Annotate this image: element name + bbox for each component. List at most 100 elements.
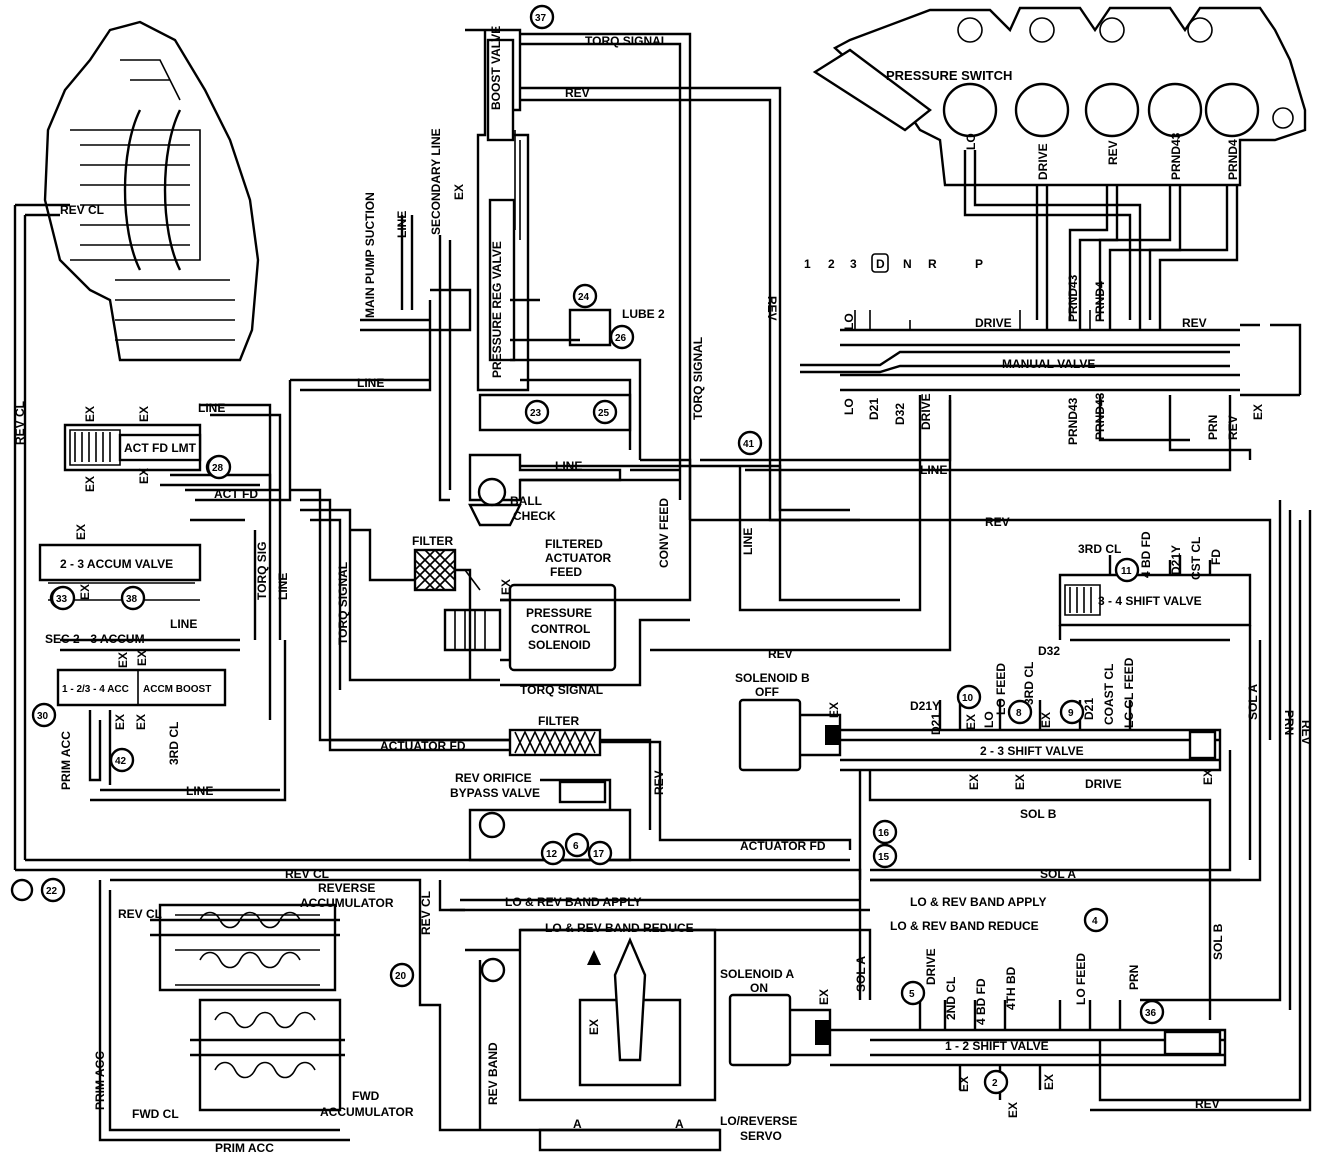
callout-6: 6 (573, 841, 579, 852)
rev-cl-mid-label: REV CL (285, 867, 329, 881)
mv-drive-top: DRIVE (975, 316, 1012, 330)
fd-label: FD (1209, 549, 1223, 565)
four-bd-fd-label: 4 BD FD (1139, 531, 1153, 578)
prim-acc-bottom-label: PRIM ACC (215, 1141, 274, 1155)
callout-9: 9 (1068, 708, 1074, 719)
solenoid-a-on-2: ON (750, 981, 768, 995)
manual-valve-body (800, 310, 1302, 460)
mv-prnd4-bot: PRND43 (1093, 392, 1107, 440)
ex-f-label: EX (78, 584, 92, 600)
ex-12a-label: EX (957, 1076, 971, 1092)
fwd-cl-label: FWD CL (132, 1107, 179, 1121)
second-cl-label: 2ND CL (944, 977, 958, 1020)
servo-a2: A (675, 1117, 684, 1131)
pressure-switch-lines (963, 150, 1239, 330)
lo-rev-band-apply-1: LO & REV BAND APPLY (505, 895, 641, 909)
rev-cl-sol-a-lines (15, 750, 1240, 1132)
prim-acc-left-label: PRIM ACC (93, 1051, 107, 1110)
callout-4: 4 (1092, 916, 1098, 927)
mv-rev-top: REV (1182, 316, 1207, 330)
act-fd-lmt-valve (63, 423, 272, 490)
filtered-actuator-feed-1: FILTERED (545, 537, 603, 551)
drive-12-label: DRIVE (924, 948, 938, 985)
pressure-regulator-valve (430, 28, 580, 392)
ex-12b-label: EX (1006, 1102, 1020, 1118)
callout-15: 15 (878, 852, 890, 863)
line-vert3-label: LINE (276, 573, 290, 600)
boost-valve-label: BOOST VALVE (489, 26, 503, 110)
mv-d32-bot: D32 (893, 403, 907, 425)
reverse-accumulator (150, 903, 340, 992)
pcs-label-1: PRESSURE (526, 606, 592, 620)
ex-23a-label: EX (964, 714, 978, 730)
ex-d-label: EX (137, 468, 151, 484)
top-signal-lines (360, 32, 860, 522)
cst-cl-fd-label: CST CL (1189, 537, 1203, 580)
mv-prnd43-bot: PRND43 (1066, 397, 1080, 445)
mv-lo-bot: LO (842, 398, 856, 415)
solenoid-a-on-1: SOLENOID A (720, 967, 795, 981)
prn-vert-label: PRN (1282, 710, 1296, 735)
sol-b-off-2: OFF (755, 685, 779, 699)
pressure-switch-label: PRESSURE SWITCH (886, 68, 1012, 83)
lube2-label: LUBE 2 (622, 307, 665, 321)
selector-d: D (876, 257, 885, 271)
right-vertical-lines (1090, 500, 1312, 1112)
line-left1-label: LINE (357, 376, 384, 390)
lo-feed-23-label: LO FEED (994, 663, 1008, 715)
ps-drive-label: DRIVE (1036, 143, 1050, 180)
fwd-accumulator (98, 880, 350, 1142)
ex-a-label: EX (83, 406, 97, 422)
lo-rev-band-reduce-1: LO & REV BAND REDUCE (545, 921, 694, 935)
rev-mid-label: REV (985, 515, 1010, 529)
rev-orifice-2: BYPASS VALVE (450, 786, 540, 800)
mv-prnd4-top: PRND4 (1093, 281, 1107, 322)
ball-check-label-1: BALL (510, 494, 542, 508)
lo-reverse-servo (450, 898, 872, 1152)
ps-prnd43-label: PRND43 (1169, 132, 1183, 180)
ex-pcs-label: EX (499, 579, 513, 595)
ex-h-label: EX (135, 650, 149, 666)
ex-j-label: EX (134, 714, 148, 730)
callout-11: 11 (1121, 566, 1132, 577)
selector-d-box (871, 253, 889, 273)
fwd-accumulator-2: ACCUMULATOR (320, 1105, 414, 1119)
torq-signal-top-label: TORQ SIGNAL (585, 34, 668, 48)
sol-b-mid-label: SOL B (1020, 807, 1057, 821)
shift-valve-12 (728, 993, 1227, 1100)
callout-16: 16 (878, 828, 890, 839)
fwd-accumulator-1: FWD (352, 1089, 380, 1103)
coast-cl-label: COAST CL (1102, 664, 1116, 725)
ex-23b-label: EX (1039, 712, 1053, 728)
callout-33: 33 (56, 594, 68, 605)
manual-valve-label: MANUAL VALVE (1002, 357, 1095, 371)
conv-feed-label: CONV FEED (657, 498, 671, 568)
sol-a-vert-low-label: SOL A (854, 956, 868, 992)
acc-124-label: 1 - 2/3 - 4 ACC (62, 684, 129, 695)
center-lines (500, 395, 1272, 740)
rev-orifice-1: REV ORIFICE (455, 771, 532, 785)
third-cl-label: 3RD CL (167, 722, 181, 765)
main-pump-suction-label: MAIN PUMP SUCTION (363, 192, 377, 318)
accum-valve-23-label: 2 - 3 ACCUM VALVE (60, 557, 173, 571)
mv-d21-bot: D21 (867, 398, 881, 420)
third-cl-34-label: 3RD CL (1078, 542, 1121, 556)
shift-23-label: 2 - 3 SHIFT VALVE (980, 744, 1084, 758)
clutch-housing-drawing (43, 20, 260, 362)
pcs-label-3: SOLENOID (528, 638, 591, 652)
ex-g-label: EX (116, 652, 130, 668)
sol-a-mid-label: SOL A (1040, 867, 1076, 881)
ex-23c-label: EX (967, 774, 981, 790)
filter1-label: FILTER (412, 534, 453, 548)
ps-prnd4-label: PRND4 (1226, 139, 1240, 180)
callout-37: 37 (535, 13, 547, 24)
callout-20: 20 (395, 971, 407, 982)
drive-23-label: DRIVE (1085, 777, 1122, 791)
line-left2-label: LINE (198, 401, 225, 415)
filtered-actuator-feed-2: ACTUATOR (545, 551, 612, 565)
ex-23d-label: EX (1013, 774, 1027, 790)
prim-acc-vert-label: PRIM ACC (59, 731, 73, 790)
shift-34-label: 3 - 4 SHIFT VALVE (1098, 594, 1202, 608)
rev-vert-orifice-label: REV (652, 770, 666, 795)
mv-prnd43-top: PRND43 (1066, 274, 1080, 322)
